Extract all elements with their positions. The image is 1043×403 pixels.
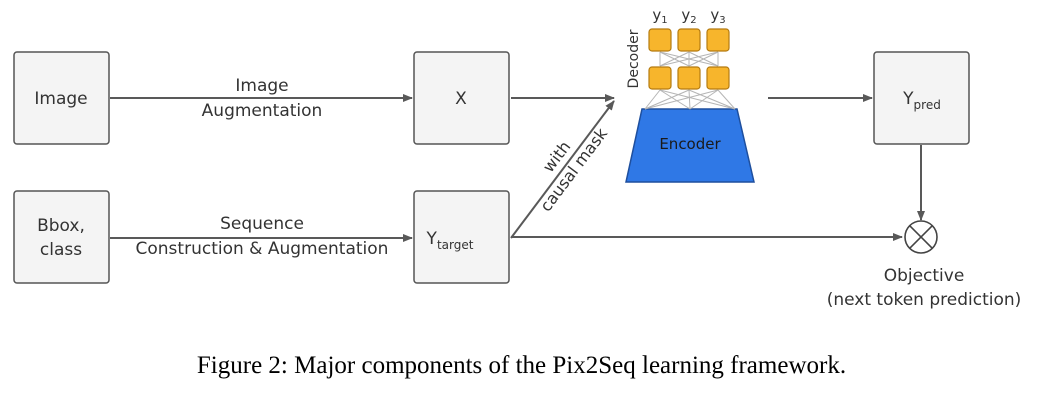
decoder-token [677,66,701,90]
pix2seq-diagram: Image Bbox, class X Ytarget Ypred Image … [13,6,1022,310]
image-augmentation-label-line1: Image [235,76,288,96]
decoder-token [706,28,730,52]
y-pred-label: Ypred [902,89,941,112]
objective-node [904,220,938,254]
x-label: X [455,89,467,109]
x-box [413,51,510,145]
decoder-token [677,28,701,52]
y-target-box [413,190,510,284]
y-pred-box [873,51,970,145]
decoder-token [648,28,672,52]
image-augmentation-label-line2: Augmentation [202,101,323,121]
encoder-block [625,108,755,183]
decoder-connections [644,51,736,110]
objective-label-line2: (next token prediction) [827,290,1022,310]
arrow-ytarget-to-decoder [510,100,615,239]
y-target-label: Ytarget [426,229,474,252]
image-input-box [13,51,110,145]
decoder-tokens-top [648,28,730,52]
image-input-label: Image [34,89,87,109]
objective-label-line1: Objective [884,266,965,286]
sequence-construction-label-line1: Sequence [220,214,304,234]
decoder-token [648,66,672,90]
output-token-y3: y3 [710,6,725,26]
encoder-label: Encoder [659,135,721,153]
decoder-label: Decoder [626,29,642,88]
bbox-class-label-line2: class [40,240,82,260]
output-token-y1: y1 [652,6,667,26]
output-token-y2: y2 [681,6,696,26]
sequence-construction-label-line2: Construction & Augmentation [136,239,389,259]
decoder-token [706,66,730,90]
bbox-class-input-box [13,190,110,284]
decoder-tokens-bottom [648,66,730,90]
figure-caption: Figure 2: Major components of the Pix2Se… [196,352,847,379]
bbox-class-label-line1: Bbox, [37,216,85,236]
